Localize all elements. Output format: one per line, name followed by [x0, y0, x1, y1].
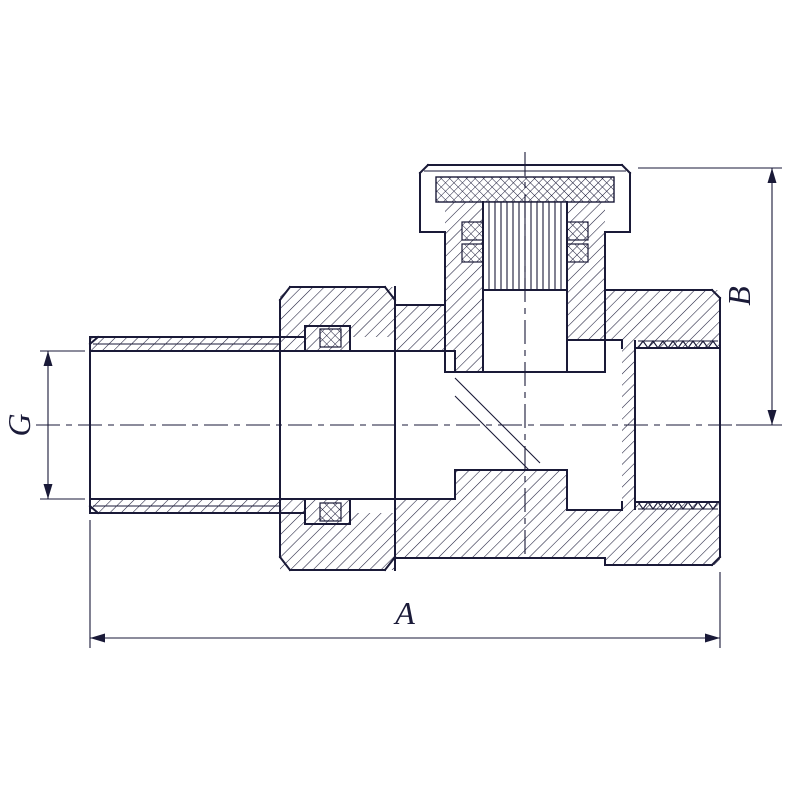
- union-nut-outline: [278, 285, 397, 572]
- o-ring-left-upper: [461, 221, 484, 241]
- union-nut-bottom-hatch: [280, 513, 395, 570]
- seat-cavity: [455, 372, 567, 470]
- dimension-g-lines: [40, 350, 85, 500]
- o-ring-left-lower: [461, 243, 484, 263]
- dimension-g-arrow-bottom: [43, 484, 53, 499]
- female-thread-bottom: [637, 501, 719, 510]
- dimension-b-arrow-top: [767, 168, 777, 183]
- part-outlines: [88, 163, 722, 572]
- dimension-b-lines: [638, 167, 782, 426]
- dimension-g-arrow-top: [43, 351, 53, 366]
- gasket-bottom: [319, 502, 342, 522]
- gasket-top: [319, 328, 342, 348]
- o-ring-right-lower: [566, 243, 589, 263]
- dimension-a-arrow-right: [705, 633, 720, 643]
- dimension-g: G: [1, 350, 85, 500]
- female-thread-top: [637, 340, 719, 349]
- dimension-a-arrow-left: [90, 633, 105, 643]
- thread-root-lines: [93, 170, 718, 510]
- seat-diagonal-lines: [454, 377, 541, 471]
- dimension-g-label: G: [1, 413, 37, 436]
- o-ring-right-upper: [566, 221, 589, 241]
- dimension-a-lines: [89, 520, 721, 648]
- centerlines: [36, 152, 744, 560]
- dimension-b-label: B: [721, 286, 757, 306]
- dimension-b: B: [638, 167, 782, 426]
- dimension-a-label: A: [393, 595, 415, 631]
- dimension-b-arrow-bottom: [767, 410, 777, 425]
- dimension-a: A: [89, 520, 721, 648]
